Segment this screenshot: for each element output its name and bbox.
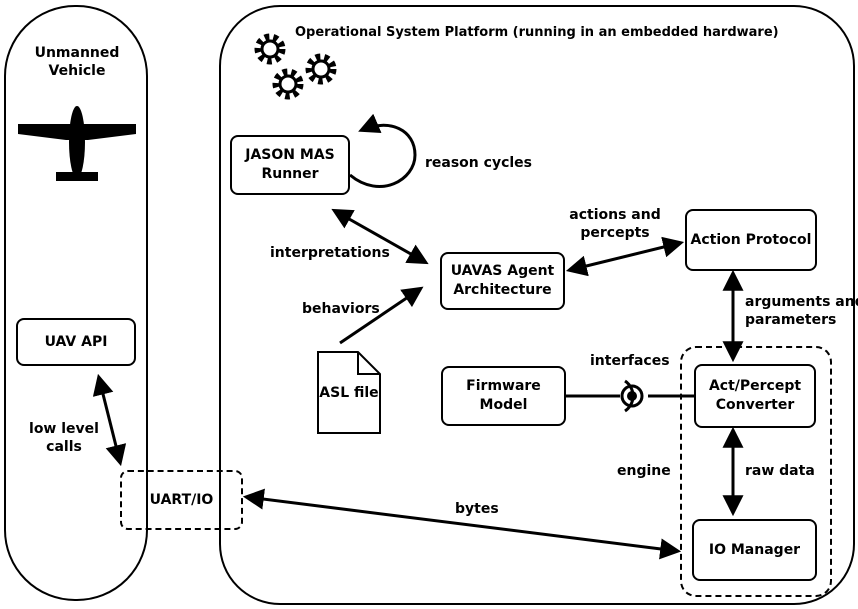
agent-line2: Architecture xyxy=(453,282,552,298)
converter-line1: Act/Percept xyxy=(708,378,802,394)
action-protocol-box: Action Protocol xyxy=(685,209,817,271)
firmware-line2: Model xyxy=(479,397,528,413)
actions-line2: percepts xyxy=(580,225,650,241)
bytes-arrow xyxy=(242,488,682,560)
arguments-line2: parameters xyxy=(745,312,837,328)
asl-file-icon xyxy=(317,351,381,434)
bytes-label: bytes xyxy=(455,501,499,517)
actions-percepts-label: actions and percepts xyxy=(560,206,670,242)
agent-line1: UAVAS Agent xyxy=(450,263,555,279)
engine-label: engine xyxy=(617,463,671,479)
uart-io-box: UART/IO xyxy=(120,470,243,530)
gears-icon xyxy=(254,33,337,100)
interface-socket-icon xyxy=(620,379,644,413)
firmware-model-box: Firmware Model xyxy=(441,366,566,426)
behaviors-label: behaviors xyxy=(302,301,380,317)
reason-cycle-arrow xyxy=(349,113,417,188)
airplane-icon xyxy=(18,106,136,181)
arguments-line1: arguments and xyxy=(745,294,858,310)
vehicle-title-line1: Unmanned xyxy=(34,45,120,61)
jason-line1: JASON MAS xyxy=(245,147,335,163)
actions-arrow xyxy=(565,236,685,277)
jason-runner-box: JASON MAS Runner xyxy=(230,135,350,195)
asl-file-label: ASL file xyxy=(319,385,379,401)
io-manager-box: IO Manager xyxy=(692,519,817,581)
raw-data-label: raw data xyxy=(745,463,815,479)
engine-group xyxy=(680,346,832,597)
interpretations-arrow xyxy=(331,208,429,265)
actions-line1: actions and xyxy=(569,207,661,223)
reason-cycles-label: reason cycles xyxy=(425,155,532,171)
jason-line2: Runner xyxy=(261,166,319,182)
act-percept-converter-box: Act/Percept Converter xyxy=(694,364,816,428)
vehicle-title: Unmanned Vehicle xyxy=(27,44,127,80)
vehicle-container xyxy=(4,5,148,601)
low-level-calls-label: low level calls xyxy=(24,420,104,456)
arguments-parameters-label: arguments and parameters xyxy=(745,293,858,329)
platform-container xyxy=(219,5,855,605)
converter-line2: Converter xyxy=(715,397,795,413)
vehicle-title-line2: Vehicle xyxy=(48,63,106,79)
agent-architecture-box: UAVAS Agent Architecture xyxy=(440,252,565,310)
low-level-line2: calls xyxy=(46,439,82,455)
platform-title: Operational System Platform (running in … xyxy=(295,25,779,40)
action-protocol-label: Action Protocol xyxy=(690,231,812,248)
low-level-calls-arrow xyxy=(92,373,127,467)
io-manager-label: IO Manager xyxy=(708,541,801,558)
firmware-line1: Firmware xyxy=(466,378,541,394)
interfaces-label: interfaces xyxy=(590,353,670,369)
low-level-line1: low level xyxy=(29,421,99,437)
uav-api-label: UAV API xyxy=(44,333,108,350)
behaviors-arrow xyxy=(339,286,424,345)
uav-api-box: UAV API xyxy=(16,318,136,366)
interpretations-label: interpretations xyxy=(270,245,390,261)
uart-io-label: UART/IO xyxy=(149,491,214,508)
